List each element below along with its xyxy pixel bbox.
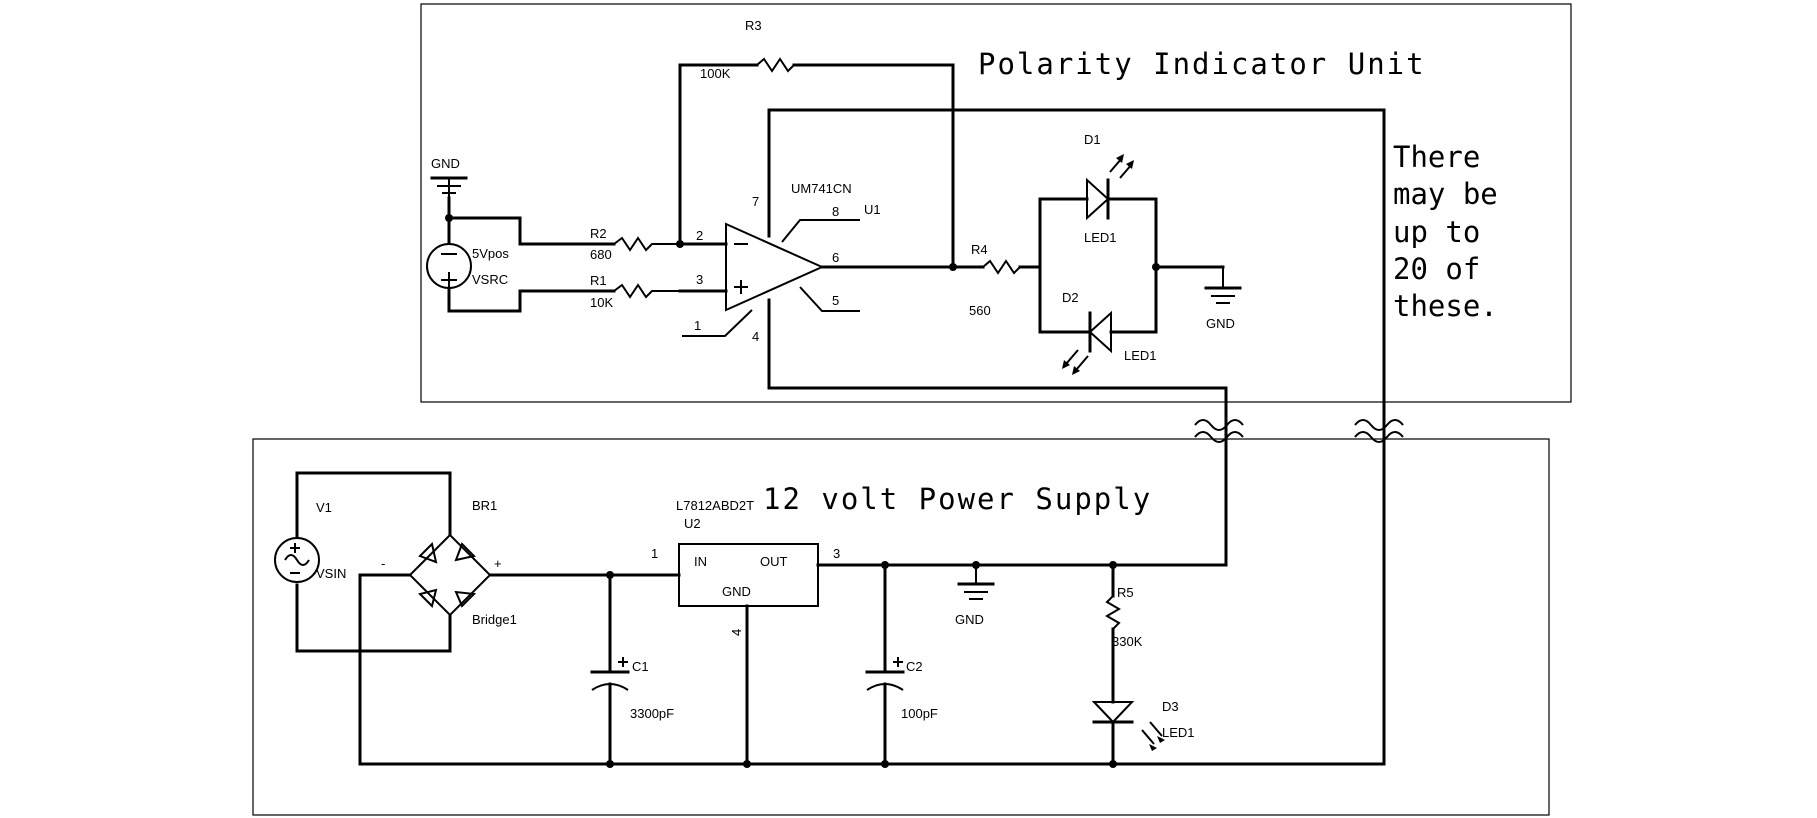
br1-plus-label: + bbox=[494, 556, 502, 571]
v1-name-label: V1 bbox=[316, 500, 332, 515]
opamp-pin-5: 5 bbox=[832, 293, 839, 308]
capacitor-c2: C2 100pF bbox=[865, 563, 938, 766]
power-supply-title: 12 volt Power Supply bbox=[763, 482, 1152, 516]
r3-value-label: 100K bbox=[700, 66, 731, 81]
resistor-r5: R5 330K bbox=[1105, 563, 1143, 704]
br1-model-label: Bridge1 bbox=[472, 612, 517, 627]
d1-name-label: D1 bbox=[1084, 132, 1101, 147]
vsrc-source: 5Vpos VSRC bbox=[426, 196, 509, 313]
br1-name-label: BR1 bbox=[472, 498, 497, 513]
d3-model-label: LED1 bbox=[1162, 725, 1195, 740]
opamp-pin-2: 2 bbox=[696, 228, 703, 243]
led-d3: D3 LED1 bbox=[1091, 699, 1195, 766]
r2-value-label: 680 bbox=[590, 247, 612, 262]
gnd-ps-label: GND bbox=[955, 612, 984, 627]
resistor-r1: R1 10K bbox=[590, 273, 680, 310]
note-line-4: 20 of bbox=[1393, 252, 1480, 286]
u2-pin-1: 1 bbox=[651, 546, 658, 561]
opamp-ref-label: U1 bbox=[864, 202, 881, 217]
r2-name-label: R2 bbox=[590, 226, 607, 241]
r4-value-label: 560 bbox=[969, 303, 991, 318]
gnd-symbol-top: GND bbox=[430, 156, 468, 198]
wire-break-left bbox=[1194, 419, 1244, 443]
resistor-r4: R4 560 bbox=[969, 242, 1021, 318]
polarity-unit-box bbox=[420, 3, 1572, 403]
bridge-rectifier-br1: BR1 Bridge1 - + bbox=[381, 498, 517, 627]
note-line-3: up to bbox=[1393, 215, 1480, 249]
opamp-pin-4: 4 bbox=[752, 329, 759, 344]
r3-name-label: R3 bbox=[745, 18, 762, 33]
opamp-pin-8: 8 bbox=[832, 204, 839, 219]
u2-gnd-label: GND bbox=[722, 584, 751, 599]
r5-name-label: R5 bbox=[1117, 585, 1134, 600]
gnd-top-label: GND bbox=[431, 156, 460, 171]
r4-name-label: R4 bbox=[971, 242, 988, 257]
u2-in-label: IN bbox=[694, 554, 707, 569]
c1-value-label: 3300pF bbox=[630, 706, 674, 721]
u2-part-label: L7812ABD2T bbox=[676, 498, 754, 513]
v1-model-label: VSIN bbox=[316, 566, 346, 581]
resistor-r2: R2 680 bbox=[590, 226, 680, 262]
polarity-unit-title: Polarity Indicator Unit bbox=[978, 47, 1426, 81]
u2-pin-4: 4 bbox=[729, 629, 744, 636]
note-line-2: may be bbox=[1393, 177, 1498, 211]
c2-name-label: C2 bbox=[906, 659, 923, 674]
d1-model-label: LED1 bbox=[1084, 230, 1117, 245]
note-text: There may be up to 20 of these. bbox=[1393, 140, 1498, 323]
vsrc-value-label: 5Vpos bbox=[472, 246, 509, 261]
br1-minus-label: - bbox=[381, 556, 385, 571]
u2-ref-label: U2 bbox=[684, 516, 701, 531]
d2-model-label: LED1 bbox=[1124, 348, 1157, 363]
gnd-symbol-led: GND bbox=[1204, 267, 1242, 331]
r5-value-label: 330K bbox=[1112, 634, 1143, 649]
note-line-1: There bbox=[1393, 140, 1480, 174]
c1-name-label: C1 bbox=[632, 659, 649, 674]
note-line-5: these. bbox=[1393, 289, 1498, 323]
power-supply-box bbox=[252, 438, 1550, 816]
opamp-part-label: UM741CN bbox=[791, 181, 852, 196]
d3-name-label: D3 bbox=[1162, 699, 1179, 714]
wire-break-right bbox=[1354, 419, 1404, 443]
capacitor-c1: C1 3300pF bbox=[590, 573, 674, 766]
r1-value-label: 10K bbox=[590, 295, 613, 310]
r1-name-label: R1 bbox=[590, 273, 607, 288]
d2-name-label: D2 bbox=[1062, 290, 1079, 305]
resistor-r3: R3 100K bbox=[700, 18, 795, 81]
u2-out-label: OUT bbox=[760, 554, 788, 569]
opamp-pin-6: 6 bbox=[832, 250, 839, 265]
vsin-source-v1: V1 VSIN bbox=[274, 471, 452, 653]
led-d1: D1 LED1 bbox=[1084, 132, 1134, 245]
opamp-u1: UM741CN U1 2 3 7 8 6 5 1 4 bbox=[682, 108, 881, 390]
gnd-symbol-ps: GND bbox=[955, 565, 995, 627]
opamp-pin-7: 7 bbox=[752, 194, 759, 209]
c2-value-label: 100pF bbox=[901, 706, 938, 721]
opamp-pin-3: 3 bbox=[696, 272, 703, 287]
u2-pin-3: 3 bbox=[833, 546, 840, 561]
opamp-pin-1: 1 bbox=[694, 318, 701, 333]
gnd-led-label: GND bbox=[1206, 316, 1235, 331]
vsrc-name-label: VSRC bbox=[472, 272, 508, 287]
